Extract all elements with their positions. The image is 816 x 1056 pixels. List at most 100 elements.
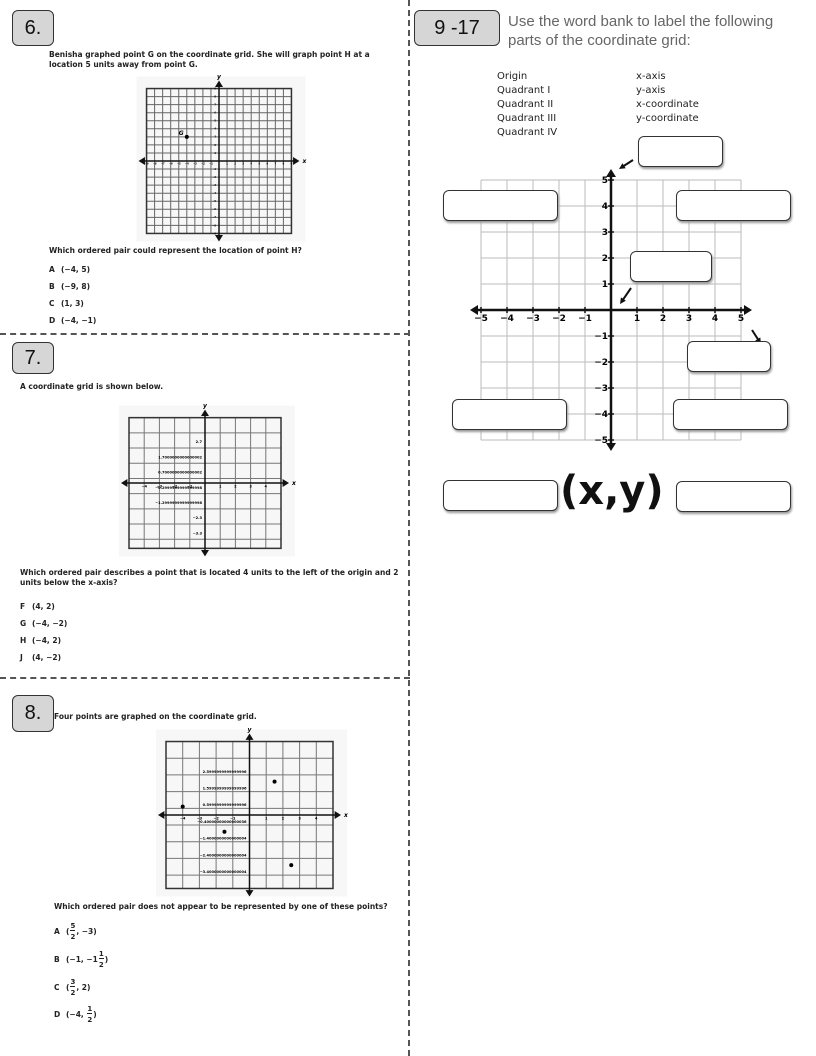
answer-box-y-coordinate[interactable] <box>676 481 791 512</box>
x-tick-label: 8 <box>282 162 284 166</box>
x-tick-label: −7 <box>161 162 165 166</box>
x-tick-label: 2 <box>282 817 285 821</box>
x-tick-label: 2 <box>234 485 237 489</box>
y-tick-label: 8 <box>214 94 216 98</box>
question-number-9-17: 9 -17 <box>414 10 500 46</box>
option-letter: J <box>20 653 23 662</box>
x-tick-label: 5 <box>738 314 744 324</box>
x-tick-label: 4 <box>265 485 268 489</box>
word-bank-term: y-axis <box>636 85 666 96</box>
q7-prompt: A coordinate grid is shown below. <box>20 382 164 391</box>
word-bank-term: Quadrant II <box>497 99 554 110</box>
x-tick-label: 1 <box>265 817 268 821</box>
y-tick-label: −0.40000000000000036 <box>197 820 247 824</box>
x-tick-label: −1 <box>187 485 193 489</box>
word-bank-term: x-coordinate <box>636 99 699 110</box>
plotted-point <box>289 863 294 868</box>
answer-box-x-coordinate[interactable] <box>443 480 558 511</box>
x-tick-label: −4 <box>141 485 147 489</box>
answer-box-quadrant-iv[interactable] <box>673 399 788 430</box>
y-tick-label: 3 <box>214 135 216 139</box>
x-tick-label: −4 <box>180 817 186 821</box>
q8-prompt: Four points are graphed on the coordinat… <box>54 712 257 721</box>
y-tick-label: 4 <box>602 202 608 212</box>
plotted-point <box>184 134 189 139</box>
x-tick-label: −3 <box>157 485 163 489</box>
pointer-arrowhead <box>620 297 626 304</box>
y-tick-label: 1.7000000000000002 <box>158 455 202 459</box>
fraction-numerator: 3 <box>70 978 76 987</box>
fraction-denominator: 2 <box>70 989 76 997</box>
y-tick-label: 1.5999999999999996 <box>203 786 247 790</box>
y-tick-label: 6 <box>214 111 216 115</box>
answer-box-y-axis[interactable] <box>638 136 723 167</box>
y-tick-label: −6 <box>212 207 216 211</box>
y-tick-label: 2.7 <box>196 440 203 444</box>
fraction-denominator: 2 <box>70 933 76 941</box>
q6-option-b[interactable]: B(−9, 8) <box>49 282 90 292</box>
x-tick-label: 3 <box>298 817 301 821</box>
word-bank-term: Origin <box>497 71 528 82</box>
y-tick-label: −1 <box>212 167 216 171</box>
word-bank-term: Quadrant IV <box>497 127 558 138</box>
fraction-denominator: 2 <box>87 1016 93 1024</box>
y-tick-label: −0.2999999999999998 <box>155 486 202 490</box>
y-tick-label: 2.5999999999999996 <box>203 770 247 774</box>
answer-box-quadrant-iii[interactable] <box>452 399 567 430</box>
q7-option-j[interactable]: J(4, −2) <box>20 653 61 663</box>
y-tick-label: −3 <box>594 384 608 394</box>
answer-box-quadrant-i[interactable] <box>676 190 791 221</box>
option-letter: B <box>54 954 60 964</box>
option-letter: A <box>54 926 60 936</box>
y-axis-label: y <box>203 403 208 410</box>
x-tick-label: 3 <box>686 314 692 324</box>
q6-option-a[interactable]: A(−4, 5) <box>49 265 90 275</box>
q6-option-d[interactable]: D (−4, −1) <box>49 316 96 326</box>
divider-7-8 <box>0 677 410 679</box>
option-letter: G <box>20 619 27 628</box>
figure-background <box>156 729 347 897</box>
option-value: (4, 2) <box>32 602 55 611</box>
q7-option-f[interactable]: F(4, 2) <box>20 602 55 612</box>
y-tick-label: −2.3 <box>193 516 203 520</box>
x-tick-label: 2 <box>234 162 236 166</box>
point-g-label: G <box>179 130 184 137</box>
plotted-point <box>222 829 227 834</box>
x-tick-label: −8 <box>153 162 157 166</box>
option-value: (−9, 8) <box>61 282 91 291</box>
y-tick-label: −2 <box>594 358 608 368</box>
x-axis-label: x <box>343 812 349 819</box>
q7-question: Which ordered pair describes a point tha… <box>20 568 399 587</box>
answer-box-quadrant-ii[interactable] <box>443 190 558 221</box>
word-bank-term: Quadrant III <box>497 113 557 124</box>
answer-box-x-axis[interactable] <box>687 341 771 372</box>
q7-option-g[interactable]: G (−4, −2) <box>20 619 67 629</box>
q6-option-c[interactable]: C(1, 3) <box>49 299 84 309</box>
pointer-arrowhead <box>619 163 626 169</box>
x-tick-label: 1 <box>219 485 222 489</box>
answer-box-origin[interactable] <box>630 251 712 282</box>
option-value: (−4, −2) <box>32 619 68 628</box>
q7-option-h[interactable]: H(−4, 2) <box>20 636 61 646</box>
option-value: (−4, −1) <box>61 316 97 325</box>
y-tick-label: 0.5999999999999996 <box>203 803 247 807</box>
q6-prompt: Benisha graphed point G on the coordinat… <box>49 50 370 69</box>
x-tick-label: 7 <box>274 162 276 166</box>
x-tick-label: 9 <box>291 162 293 166</box>
x-tick-label: 5 <box>258 162 260 166</box>
x-tick-label: −4 <box>500 314 514 324</box>
option-letter: D <box>49 316 56 325</box>
plotted-point <box>180 804 185 809</box>
